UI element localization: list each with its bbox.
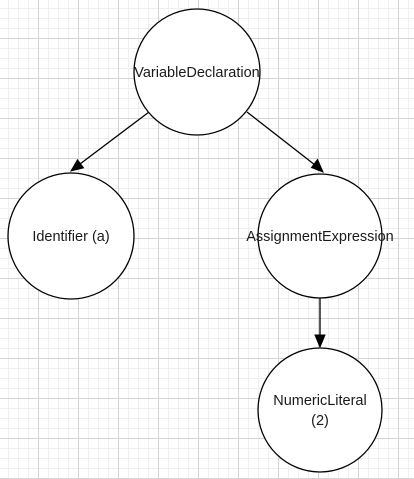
edge-variable-declaration-to-assignment-expression — [246, 111, 324, 173]
edge-assignment-expression-to-numeric-literal — [314, 298, 326, 349]
node-circle — [7, 172, 135, 300]
arrowhead-icon — [69, 158, 85, 172]
node-identifier: Identifier (a) — [7, 172, 135, 300]
node-label-value: (2) — [311, 413, 329, 429]
node-assignment-expression: AssignmentExpression — [246, 173, 394, 299]
node-circle — [257, 347, 383, 473]
node-label: NumericLiteral — [273, 393, 366, 409]
node-label: Identifier (a) — [32, 229, 109, 245]
node-label: VariableDeclaration — [134, 65, 259, 81]
edge-variable-declaration-to-identifier — [69, 111, 150, 172]
node-variable-declaration: VariableDeclaration — [133, 8, 261, 136]
node-circle — [133, 8, 261, 136]
node-label: AssignmentExpression — [246, 229, 394, 245]
node-circle — [257, 173, 383, 299]
arrowhead-icon — [314, 334, 326, 349]
edge-line — [79, 111, 150, 165]
arrowhead-icon — [310, 158, 324, 173]
node-numeric-literal: NumericLiteral (2) — [257, 347, 383, 473]
edge-line — [246, 111, 316, 166]
